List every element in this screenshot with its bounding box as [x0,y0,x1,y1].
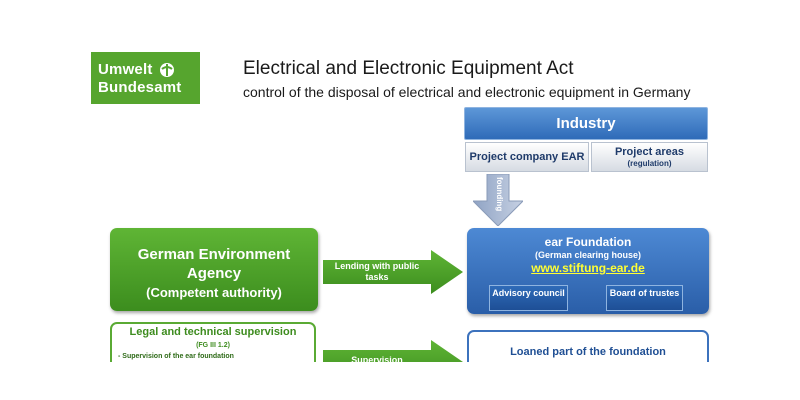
page-title: Electrical and Electronic Equipment Act [243,58,574,79]
page-subtitle: control of the disposal of electrical an… [243,84,691,100]
logo-line-1: Umwelt [98,61,153,78]
foundation-link[interactable]: www.stiftung-ear.de [531,261,645,275]
project-areas-box: Project areas (regulation) [591,142,708,172]
project-company-box: Project company EAR [465,142,589,172]
project-areas-label: Project areas [614,146,685,158]
industry-box: Industry [464,107,708,140]
foundation-subtitle: (German clearing house) [534,250,642,260]
board-of-trustees-box: Board of trustes [606,285,683,311]
advisory-council-box: Advisory council [489,285,568,311]
legal-code: (FG III 1.2) [196,342,230,349]
agency-line-3: (Competent authority) [146,285,282,300]
legal-title: Legal and technical supervision [129,326,297,338]
leaf-emblem-icon [159,63,174,77]
supervision-label: Supervision [351,355,403,365]
founding-label: founding [495,177,504,212]
agency-line-2: Agency [186,265,242,282]
project-areas-note: (regulation) [627,159,672,168]
foundation-title: ear Foundation [544,235,632,249]
umweltbundesamt-logo: Umwelt Bundesamt [91,52,200,104]
german-environment-agency-box: German Environment Agency (Competent aut… [110,228,318,311]
founding-arrow [473,174,523,226]
agency-line-1: German Environment [137,246,291,263]
bottom-crop-band [0,362,800,400]
lending-label: Lending with public tasks [334,261,420,282]
logo-line-2: Bundesamt [98,79,182,96]
legal-item: - Supervision of the ear foundation [118,353,234,360]
lending-arrow [323,250,463,294]
